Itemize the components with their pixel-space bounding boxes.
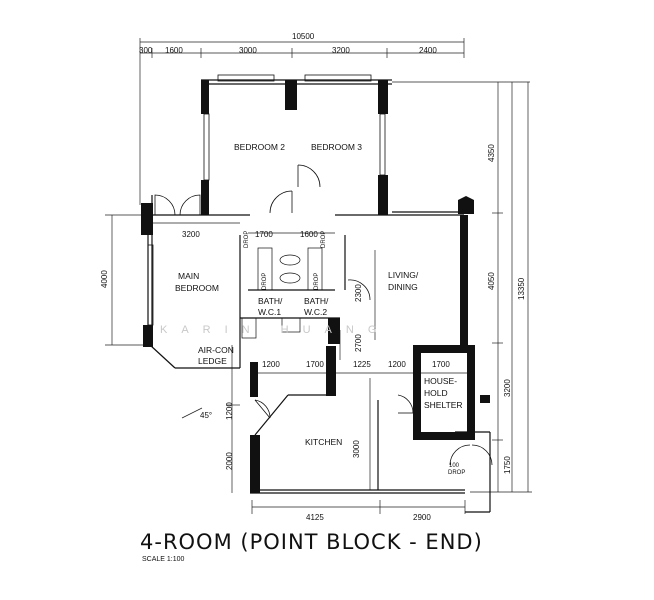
dim-mid-2700: 2700 (354, 334, 363, 352)
angle-label: 45° (200, 411, 212, 420)
dim-bottom-2900: 2900 (413, 513, 431, 522)
room-label-wc-2: W.C.2 (304, 307, 327, 317)
drop-label-3: DROP (262, 273, 268, 290)
dim-mid-2300: 2300 (354, 284, 363, 302)
dim-kitchen-2000: 2000 (225, 452, 234, 470)
dimension-labels: 10500 300 1600 3000 3200 2400 4350 4050 … (100, 32, 526, 522)
dim-row-1700: 1700 (306, 360, 324, 369)
dim-bottom-4125: 4125 (306, 513, 324, 522)
dim-right-1750: 1750 (503, 456, 512, 474)
dim-mid-1600: 1600 (300, 230, 318, 239)
dim-left-4000: 4000 (100, 270, 109, 288)
wall-solids (141, 80, 490, 493)
dim-top-3000: 3000 (239, 46, 257, 55)
room-label-bedroom-2: BEDROOM 2 (234, 142, 285, 152)
dim-right-4350: 4350 (487, 144, 496, 162)
room-label-bath-1: BATH/ (258, 296, 283, 306)
room-label-shelter-3: SHELTER (424, 400, 463, 410)
dim-shelter-1700: 1700 (432, 360, 450, 369)
room-label-bath-2: BATH/ (304, 296, 329, 306)
dimension-lines (105, 38, 532, 514)
room-label-living: LIVING/ (388, 270, 419, 280)
dim-right-3200: 3200 (503, 379, 512, 397)
drop-label-4: DROP (314, 273, 320, 290)
room-label-aircon: AIR-CON (198, 345, 234, 355)
scale-label: SCALE 1:100 (142, 556, 185, 563)
dim-top-1600: 1600 (165, 46, 183, 55)
dim-top-300: 300 (139, 46, 153, 55)
drop-label-2: DROP (321, 231, 327, 248)
room-label-wc-1: W.C.1 (258, 307, 281, 317)
drop-label-5: DROP (448, 470, 465, 476)
room-label-ledge: LEDGE (198, 356, 227, 366)
room-label-shelter-2: HOLD (424, 388, 448, 398)
corner-column (458, 196, 474, 214)
doors (154, 164, 493, 466)
dim-top-total: 10500 (292, 32, 315, 41)
watermark: KARIN HUANG (160, 324, 390, 336)
dim-top-3200: 3200 (332, 46, 350, 55)
room-labels: BEDROOM 2 BEDROOM 3 MAIN BEDROOM LIVING/… (175, 142, 463, 447)
dim-mid-3200: 3200 (182, 230, 200, 239)
dim-row-1225: 1225 (353, 360, 371, 369)
room-label-bedroom-3: BEDROOM 3 (311, 142, 362, 152)
room-label-shelter-1: HOUSE- (424, 376, 457, 386)
dim-kitchen-3000: 3000 (352, 440, 361, 458)
dim-right-total: 13350 (517, 277, 526, 300)
dim-right-4050: 4050 (487, 272, 496, 290)
bathroom-fixtures (241, 247, 323, 339)
room-label-kitchen: KITCHEN (305, 437, 342, 447)
room-label-main-bedroom: MAIN (178, 271, 199, 281)
dim-row-1200b: 1200 (388, 360, 406, 369)
drop-labels: DROP DROP DROP DROP 100 DROP 45° (200, 231, 465, 476)
plan-title: 4-ROOM (POINT BLOCK - END) (140, 530, 483, 554)
dim-kitchen-1200: 1200 (225, 402, 234, 420)
dim-mid-1700: 1700 (255, 230, 273, 239)
room-label-dining: DINING (388, 282, 418, 292)
dim-row-1200a: 1200 (262, 360, 280, 369)
room-label-main-bedroom-2: BEDROOM (175, 283, 219, 293)
windows (147, 74, 386, 326)
dim-top-2400: 2400 (419, 46, 437, 55)
drop-label-100: 100 (449, 463, 460, 469)
drop-label-1: DROP (244, 231, 250, 248)
